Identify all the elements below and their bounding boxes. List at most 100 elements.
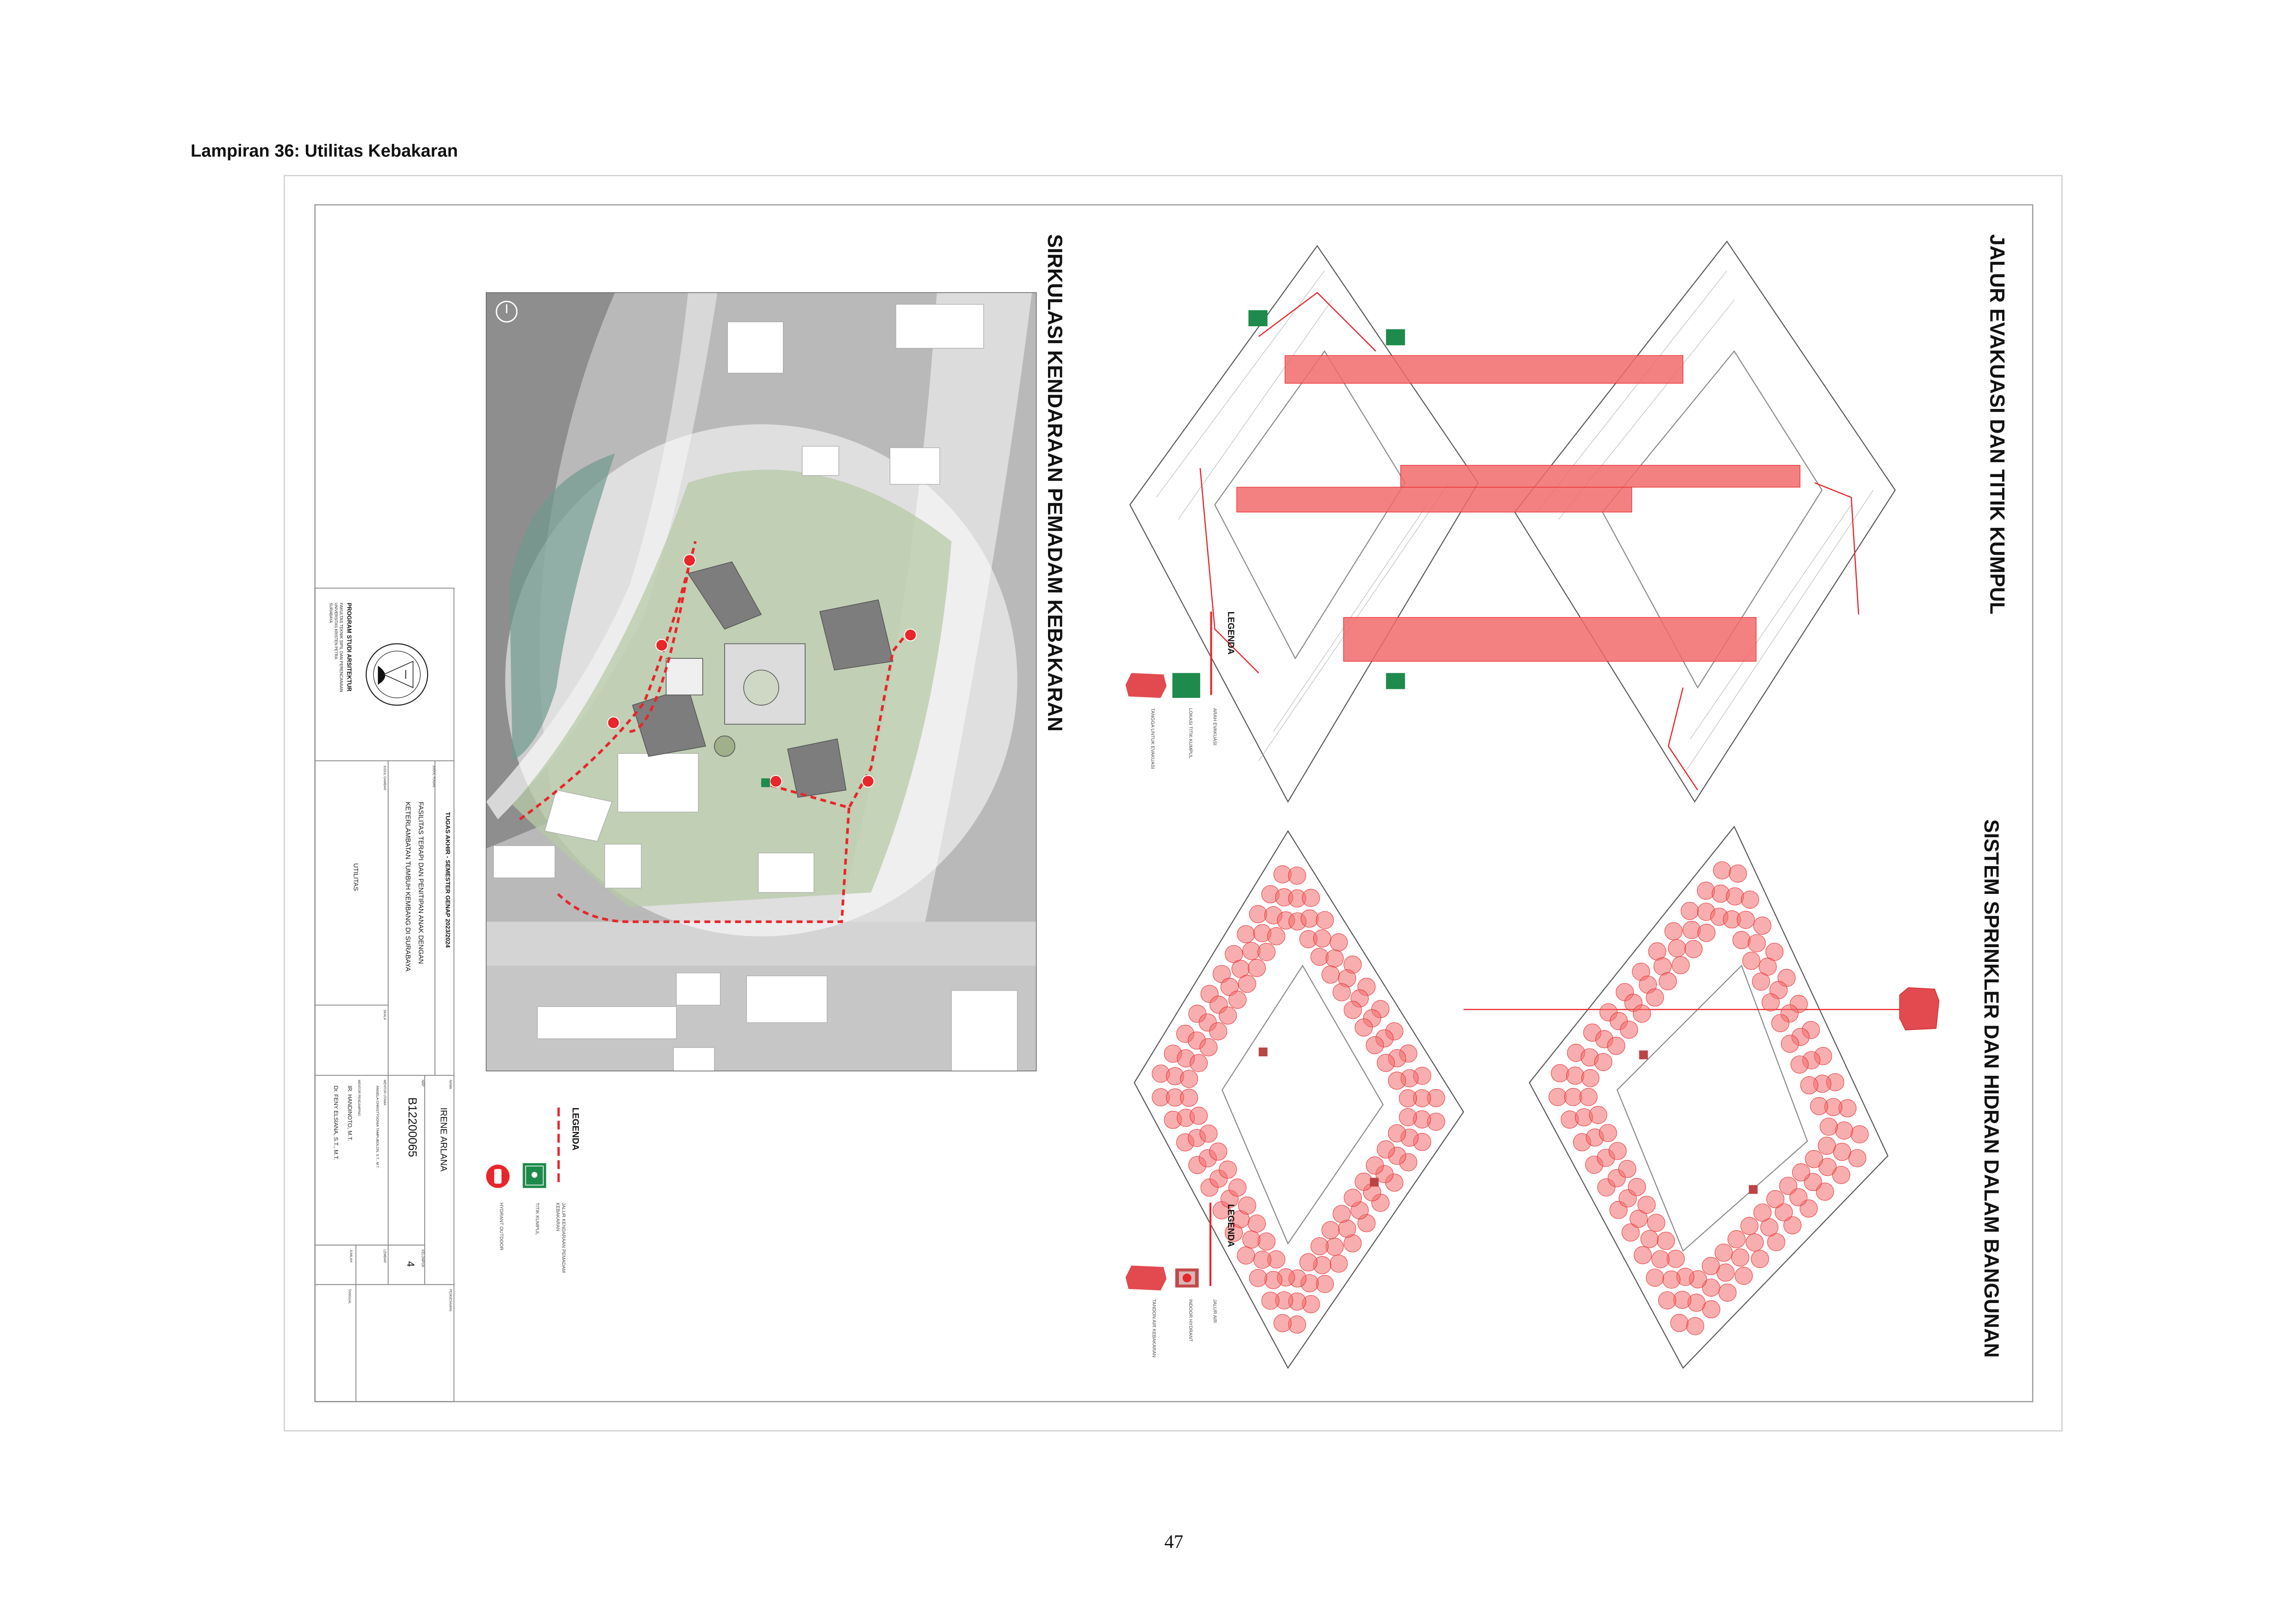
- sprinkler-coverage-circle: [1702, 1278, 1720, 1297]
- sprinkler-coverage-circle: [1321, 965, 1340, 984]
- evacuation-plans: [1129, 240, 1896, 803]
- sprinkler-coverage-circle: [1789, 1188, 1808, 1207]
- sprinkler-coverage-circle: [1310, 1237, 1329, 1255]
- sprinkler-coverage-circle: [1737, 911, 1755, 929]
- sprinkler-coverage-circle: [1818, 1158, 1837, 1176]
- plan-outline: [1529, 825, 1889, 1369]
- sprinkler-coverage-circle: [1745, 1233, 1764, 1252]
- sprinkler-plans: [1134, 825, 1940, 1369]
- sprinkler-coverage-circle: [1656, 1232, 1675, 1250]
- sprinkler-coverage-circle: [1668, 939, 1686, 957]
- sprinkler-coverage-circle: [1589, 1106, 1607, 1124]
- hydrant-icon: [769, 775, 782, 788]
- judul-gambar-label: JUDUL GAMBAR: [383, 765, 386, 790]
- sprinkler-coverage-circle: [1199, 1124, 1218, 1143]
- sprinkler-coverage-circle: [1741, 890, 1759, 909]
- sprinkler-coverage-circle: [1810, 1097, 1828, 1116]
- sprinkler-coverage-circle: [1225, 945, 1243, 963]
- road-diagonal: [486, 292, 718, 819]
- course-title: TUGAS AKHIR - SEMESTER GENAP 2023/2024: [445, 812, 452, 948]
- sprinkler-coverage-circle: [1651, 1250, 1670, 1269]
- sprinkler-coverage-circle: [1753, 917, 1772, 935]
- sprinkler-coverage-circle: [1740, 1217, 1759, 1235]
- evacuation-stair-block: [1236, 487, 1632, 513]
- indoor-hydrant-icon: [1639, 1050, 1648, 1060]
- sprinkler-coverage-circle: [1581, 1069, 1600, 1087]
- sprinkler-coverage-circle: [1726, 887, 1744, 905]
- sprinkler-coverage-circle: [1354, 1018, 1373, 1037]
- tanggal-label: TANGGAL: [347, 1289, 351, 1304]
- sprinkler-coverage-circle: [1752, 973, 1770, 991]
- sprinkler-coverage-circle: [1228, 991, 1247, 1009]
- sprinkler-coverage-circle: [1817, 1136, 1836, 1155]
- site-section-title: SIRKULASI KENDARAAN PEMADAM KEBAKARAN: [1043, 234, 1066, 731]
- sprinkler-coverage-circle: [1365, 1156, 1384, 1175]
- sprinkler-coverage-circle: [1765, 942, 1784, 961]
- plan-courtyard: [1616, 965, 1808, 1252]
- evacuation-stair-block: [1400, 465, 1800, 488]
- legend-label: TITIK KUMPUL: [534, 1203, 540, 1235]
- sprinkler-coverage-circle: [1300, 909, 1319, 928]
- sprinkler-coverage-circle: [1646, 1269, 1664, 1287]
- sprinkler-coverage-circle: [1377, 1140, 1395, 1159]
- sprinkler-coverage-circle: [1799, 1199, 1818, 1218]
- sprinkler-coverage-circle: [1199, 1038, 1218, 1056]
- sprinkler-coverage-circle: [1792, 1163, 1810, 1182]
- sprinkler-coverage-circle: [1638, 1196, 1656, 1214]
- assembly-point-sign-icon: [1248, 310, 1268, 327]
- sprinkler-coverage-circle: [1180, 1070, 1198, 1088]
- sprinkler-coverage-circle: [1321, 1221, 1340, 1240]
- indoor-hydrant-icon: [1749, 1185, 1758, 1194]
- evacuation-stair-block: [1343, 617, 1757, 662]
- legend-label: TANDON AIR KEBAKARAN: [1151, 1299, 1156, 1357]
- legend-label: INDOOR HYDRANT: [1188, 1299, 1193, 1342]
- mentor-pendamping-label: MENTOR PENDAMPING: [357, 1080, 360, 1116]
- sprinkler-coverage-circle: [1599, 1124, 1617, 1142]
- sprinkler-coverage-circle: [1760, 1218, 1779, 1237]
- sprinkler-coverage-circle: [1779, 1177, 1798, 1195]
- judul-tugas-line-1: FASILITAS TERAPI DAN PENITIPAN ANAK DENG…: [417, 802, 424, 964]
- sprinkler-coverage-circle: [1249, 905, 1267, 924]
- judul-tugas-line-2: KETERLAMBATAN TUMBUH KEMBANG DI SURABAYA: [404, 802, 411, 972]
- assembly-point-sign-icon: [1172, 673, 1200, 698]
- sprinkler-coverage-circle: [1819, 1117, 1838, 1136]
- sprinkler-coverage-circle: [1399, 1108, 1417, 1127]
- sprinkler-coverage-circle: [1729, 864, 1747, 883]
- sprinkler-coverage-circle: [1727, 1230, 1746, 1248]
- sprinkler-coverage-circle: [1832, 1166, 1850, 1184]
- sprinkler-coverage-circle: [1238, 974, 1256, 993]
- sprinkler-coverage-circle: [1333, 1205, 1351, 1223]
- evacuation-legend: LEGENDA ARAH EVAKUASI LOKASI TITIK KUMPU…: [1125, 611, 1235, 769]
- sprinkler-coverage-circle: [1640, 1230, 1659, 1248]
- sprinkler-coverage-circle: [1758, 957, 1777, 976]
- sprinkler-coverage-circle: [1607, 1036, 1625, 1055]
- sprinkler-coverage-circle: [1630, 1209, 1648, 1228]
- sprinkler-coverage-circle: [1551, 1064, 1569, 1082]
- judul-tugas-label: JUDUL TUGAS: [432, 765, 435, 787]
- sprinkler-coverage-circle: [1267, 927, 1285, 945]
- sprinkler-coverage-circle: [1228, 1178, 1247, 1197]
- building-roof: [632, 561, 893, 798]
- plan-outline: [1514, 240, 1896, 803]
- sprinkler-coverage-circle: [1238, 1196, 1256, 1215]
- sprinkler-coverage-circle: [1388, 1124, 1406, 1142]
- sprinkler-coverage-circle: [1219, 1006, 1237, 1025]
- sprinkler-coverage-circle: [1594, 1053, 1613, 1071]
- kelompok-value: 4: [405, 1261, 416, 1267]
- sprinkler-coverage-circle: [1783, 1216, 1802, 1234]
- sprinkler-coverage-circle: [1313, 929, 1332, 948]
- sprinkler-coverage-circle: [1686, 1317, 1705, 1335]
- pengesahan-label: PENGESAHAN: [449, 1289, 452, 1311]
- sprinkler-coverage-circle: [1667, 1250, 1685, 1268]
- sprinkler-coverage-circle: [1731, 1248, 1749, 1267]
- site-plan: [485, 292, 1037, 1072]
- legend-title: LEGENDA: [1226, 612, 1235, 655]
- sprinkler-coverage-circle: [1718, 1283, 1737, 1302]
- lembar-label: LEMBAR: [383, 1249, 386, 1263]
- hydrant-icon: [486, 1165, 510, 1188]
- sprinkler-coverage-circle: [1628, 1178, 1646, 1196]
- sprinkler-coverage-circle: [1697, 924, 1716, 942]
- sprinkler-coverage-circle: [1566, 1066, 1584, 1085]
- sprinkler-coverage-circle: [1762, 993, 1780, 1011]
- sprinkler-coverage-circle: [1681, 902, 1699, 920]
